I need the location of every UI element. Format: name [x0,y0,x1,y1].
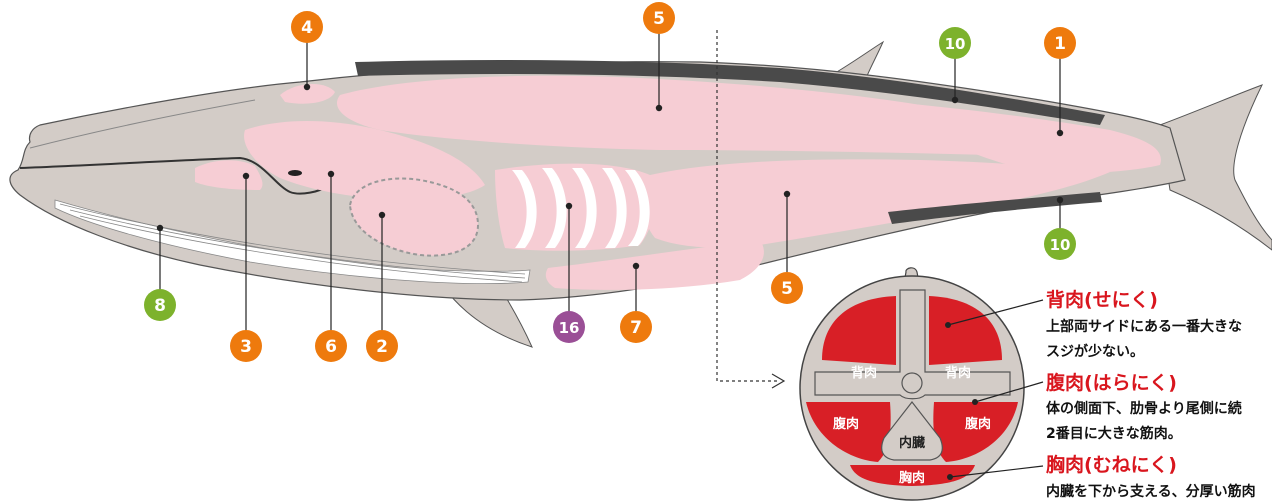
label-belly-right: 腹肉 [965,416,991,432]
legend-desc-belly-1: 体の側面下、肋骨より尾側に続 [1046,400,1242,417]
pointer-arrowhead [772,374,784,388]
svg-text:6: 6 [325,337,337,357]
badge-4: 4 [291,11,323,43]
back-meat-right [929,296,1002,365]
eye-icon [288,170,302,176]
label-chest: 胸肉 [899,470,925,486]
svg-text:16: 16 [559,319,580,337]
badge-1: 1 [1044,27,1076,59]
legend-title-chest: 胸肉(むねにく) [1046,453,1177,476]
badge-2: 2 [366,330,398,362]
badge-7: 7 [620,311,652,343]
svg-text:4: 4 [301,18,313,38]
label-organs: 内臓 [899,435,925,451]
svg-text:1: 1 [1054,34,1066,54]
badge-5-top: 5 [643,2,675,34]
legend-desc-chest-1: 内臓を下から支える、分厚い筋肉 [1046,483,1256,500]
svg-text:2: 2 [376,337,388,357]
badge-3: 3 [230,330,262,362]
svg-text:10: 10 [945,35,966,53]
badge-8: 8 [144,289,176,321]
badge-6: 6 [315,330,347,362]
svg-text:5: 5 [653,9,665,29]
svg-text:3: 3 [240,337,252,357]
svg-text:10: 10 [1050,236,1071,254]
svg-text:7: 7 [630,318,642,338]
badge-10-top: 10 [939,27,971,59]
label-back-right: 背肉 [945,365,971,381]
svg-text:8: 8 [154,296,166,316]
label-back-left: 背肉 [851,365,877,381]
legend-desc-back-1: 上部両サイドにある一番大きな [1046,318,1242,335]
badge-16: 16 [553,311,585,343]
vertebra [902,373,922,393]
legend-desc-belly-2: 2番目に大きな筋肉。 [1046,425,1182,442]
legend: 背肉(せにく) 上部両サイドにある一番大きな スジが少ない。 腹肉(はらにく) … [1045,288,1256,500]
badge-10-bottom: 10 [1044,228,1076,260]
cross-section: 背肉 背肉 腹肉 腹肉 内臓 胸肉 [800,268,1043,500]
legend-desc-back-2: スジが少ない。 [1046,343,1144,360]
badge-5-bottom: 5 [771,272,803,304]
legend-title-back: 背肉(せにく) [1046,288,1158,311]
svg-text:5: 5 [781,279,793,299]
label-belly-left: 腹肉 [833,416,859,432]
back-meat-left [822,296,896,365]
legend-title-belly: 腹肉(はらにく) [1045,371,1177,394]
